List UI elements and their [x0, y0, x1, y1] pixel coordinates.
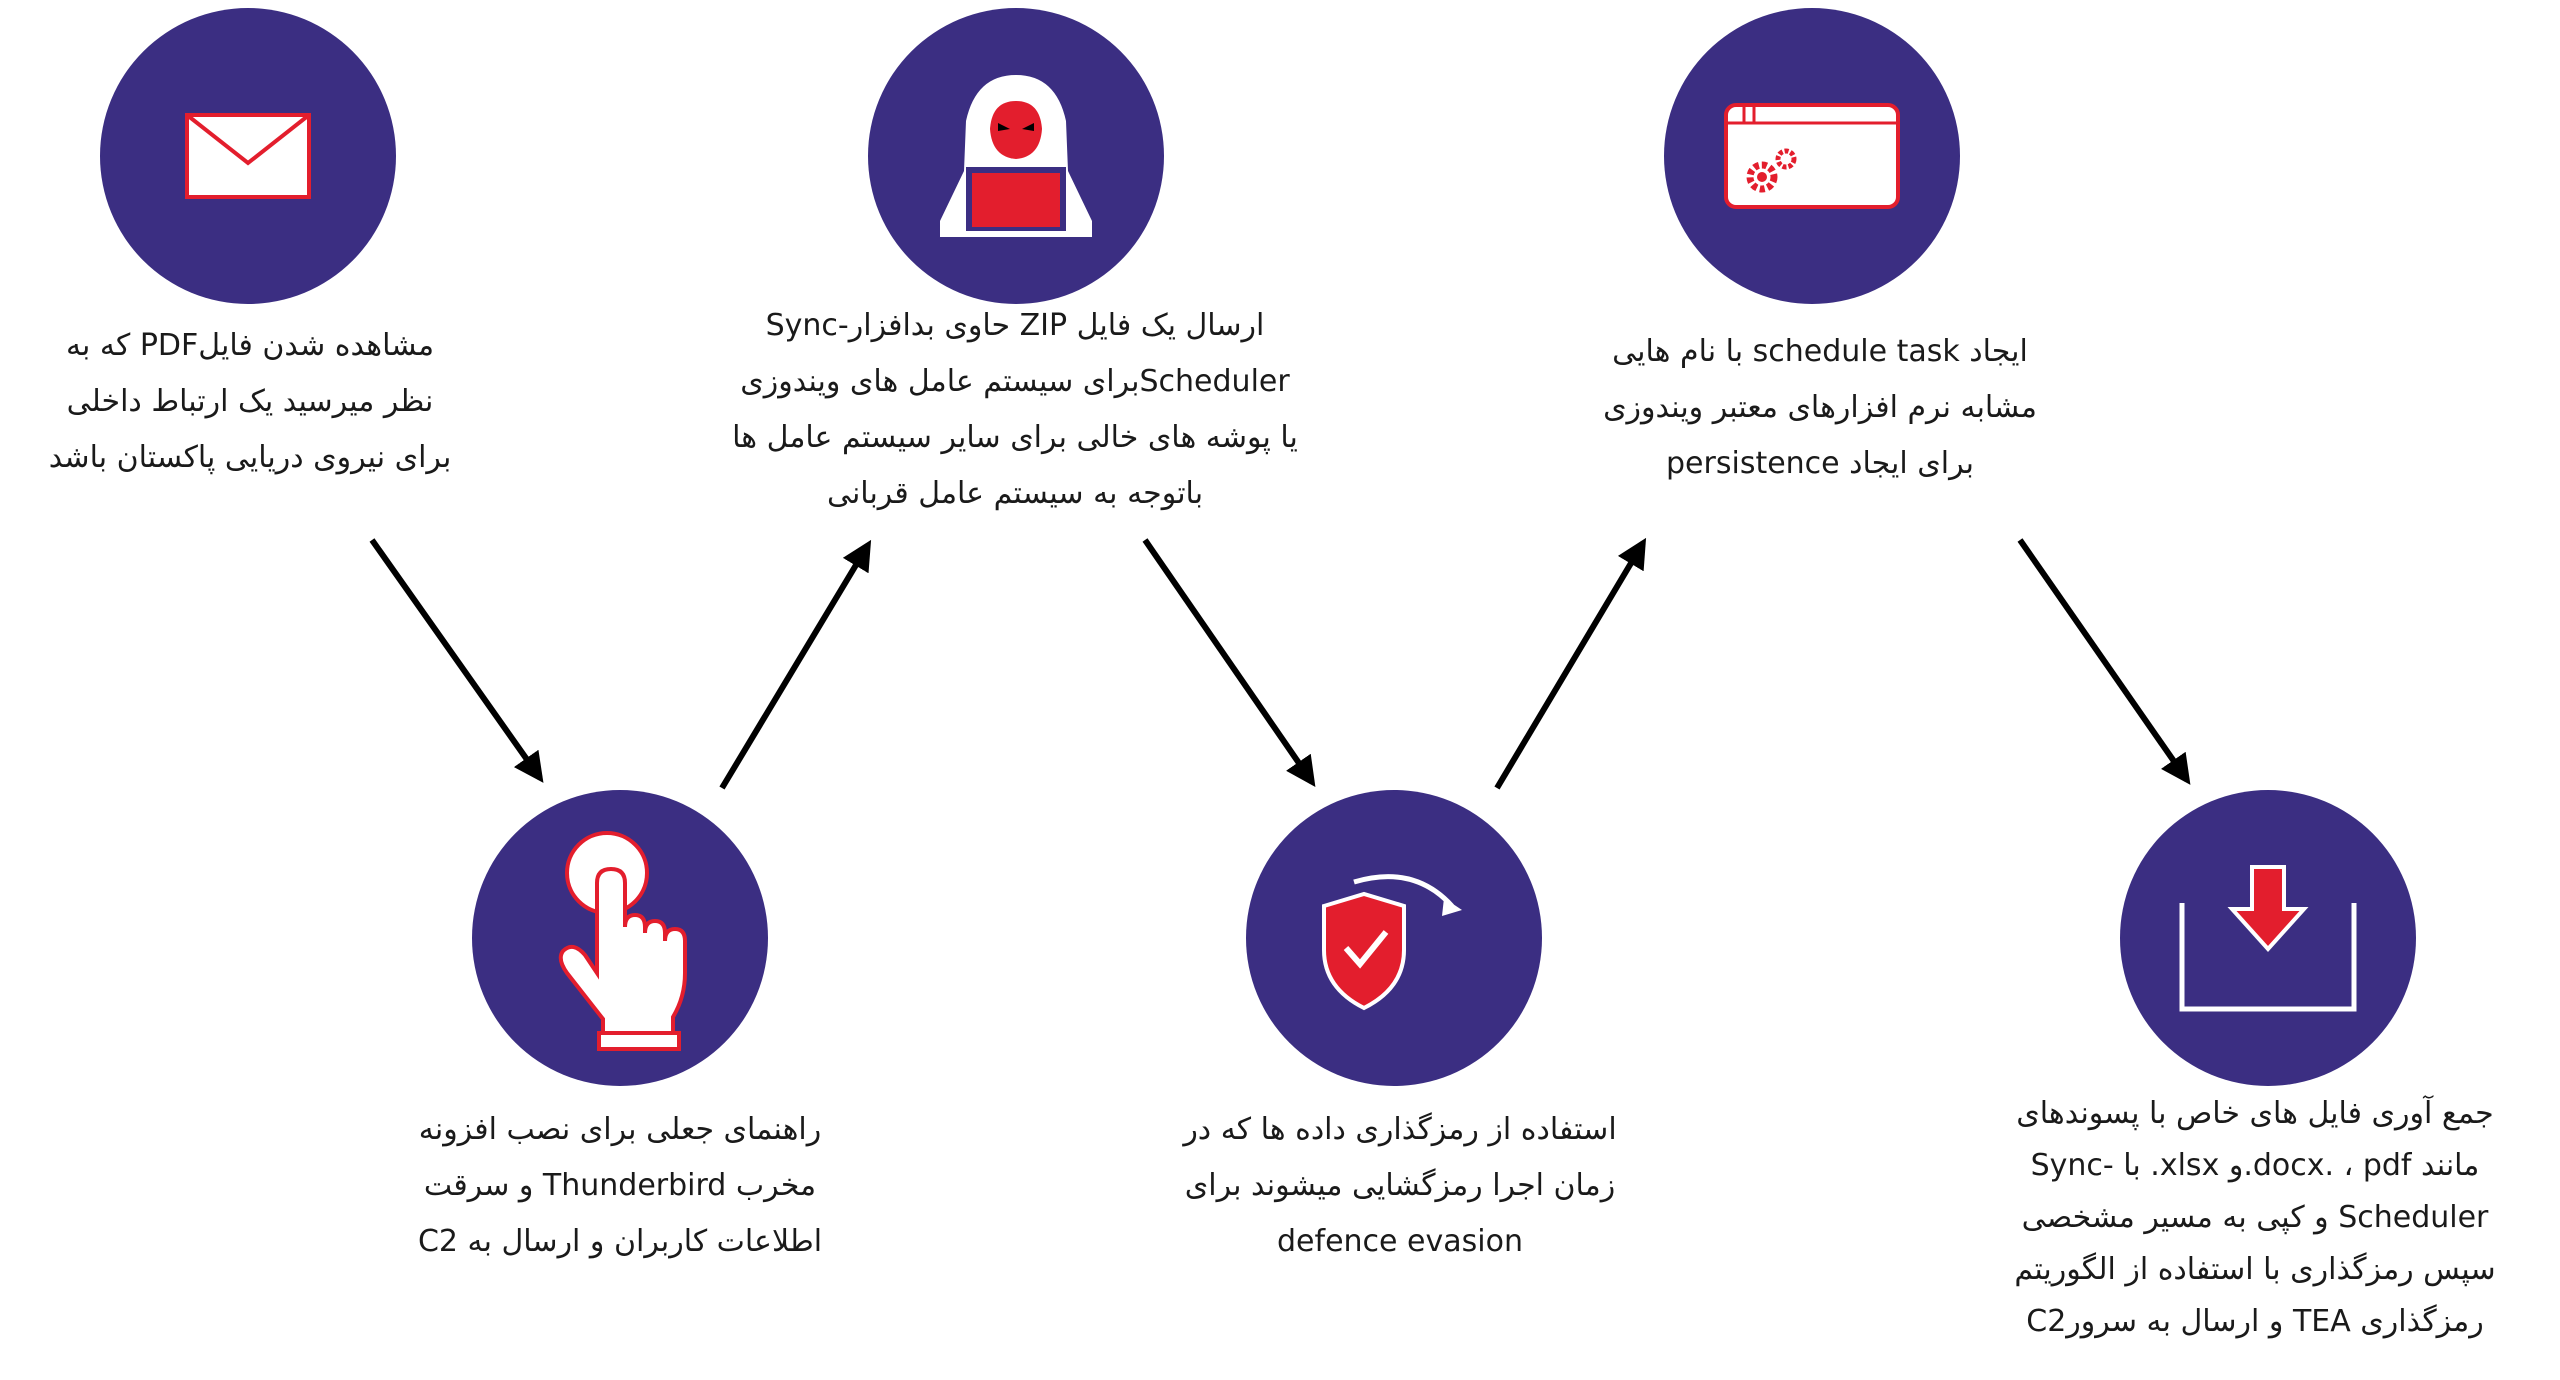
- step-6-caption: جمع آوری فایل های خاص با پسوندهای مانند …: [2014, 1096, 2496, 1339]
- step-5-circle: [1664, 8, 1960, 304]
- arrow-step1-to-step2: [369, 538, 544, 783]
- scheduled-window-gear-icon: [1724, 103, 1900, 209]
- step-4-caption: استفاده از رمزگذاری داده ها که در زمان ا…: [1183, 1112, 1617, 1259]
- arrow-step2-to-step3: [719, 539, 872, 790]
- shield-check-icon: [1322, 874, 1462, 1011]
- step-2-caption: راهنمای جعلی برای نصب افزونه مخرب Thunde…: [417, 1112, 823, 1259]
- download-tray-icon: [2179, 865, 2357, 1012]
- step-3-caption: ارسال یک فایل ZIP حاوی بدافزار-Sync Sche…: [732, 308, 1298, 511]
- step-1-circle: [100, 8, 396, 304]
- envelope-icon: [185, 113, 311, 199]
- step-1-caption: مشاهده شدن فایلPDF که به نظر میرسید یک ا…: [48, 328, 452, 475]
- pointing-hand-icon: [558, 831, 687, 1051]
- step-2-circle: [472, 790, 768, 1086]
- step-5-caption: ایجاد schedule task با نام هایی مشابه نر…: [1603, 334, 2037, 481]
- step-3-circle: [868, 8, 1164, 304]
- hacker-icon: [940, 75, 1092, 237]
- arrow-step3-to-step4: [1142, 538, 1316, 787]
- step-4-circle: [1246, 790, 1542, 1086]
- arrow-step4-to-step5: [1494, 537, 1647, 790]
- arrow-step5-to-step6: [2017, 538, 2191, 785]
- step-6-circle: [2120, 790, 2416, 1086]
